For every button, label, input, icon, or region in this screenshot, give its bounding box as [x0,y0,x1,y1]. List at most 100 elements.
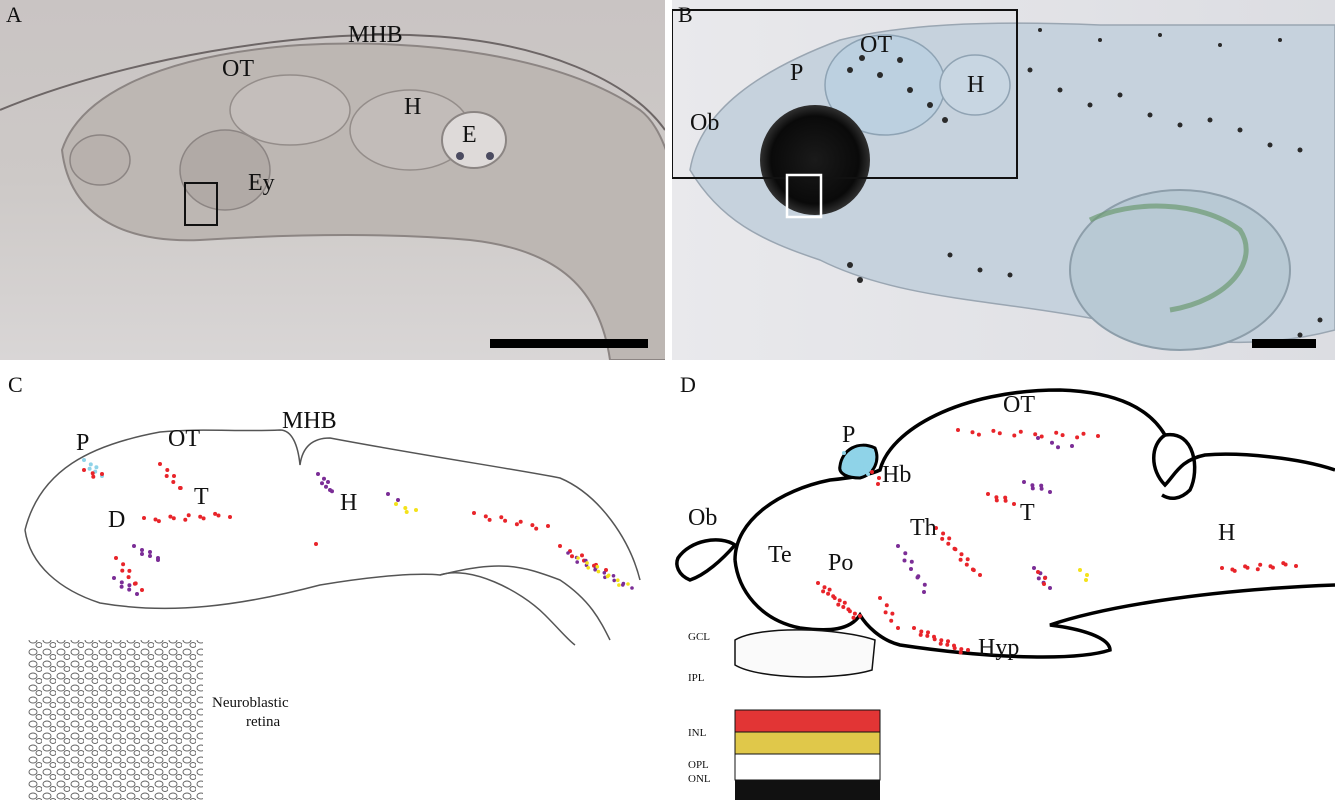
label-th-d: Th [910,515,937,541]
cell-dot-red [851,615,856,620]
cell-dot-red [228,515,232,519]
cell-dot-purple [324,484,328,489]
cell-dot-red [120,568,125,573]
cell-dot-purple [386,492,390,496]
cell-dot-red [939,638,944,643]
cell-dot-purple [112,576,116,580]
cell-dot-red [991,428,996,433]
cell-dot-red [499,515,504,520]
cell-dot-light_blue [88,462,93,467]
eye-region-a [179,129,271,211]
cell-dot-red [876,482,880,486]
cell-dot-red [198,514,203,519]
panel-letter-d: D [680,372,696,397]
embryo-body-a [60,42,665,360]
cell-dot-yellow [616,578,620,582]
retina-caption-line1: Neuroblastic [212,695,289,711]
label-d-c: D [108,507,125,533]
cell-dot-purple [611,574,616,578]
cell-dot-purple [156,556,160,560]
label-ob-d: Ob [688,505,717,531]
cell-dot-red [142,516,146,520]
cell-dot-red [1294,564,1298,568]
cell-dot-red [127,568,132,573]
cell-dot-red [941,531,946,536]
cell-dot-red [870,470,874,474]
retina-sketch-c [28,640,203,800]
cell-dot-purple [575,560,579,564]
label-t-d: T [1020,500,1035,526]
cell-dot-red [132,581,137,586]
cell-dot-red [896,626,900,630]
cell-dot-red [878,596,882,600]
cell-dot-red [945,642,950,647]
label-hb-d: Hb [882,462,911,488]
panel-letter-b: B [678,2,693,27]
cell-dot-purple [1036,436,1040,440]
cell-dot-red [958,557,963,562]
label-p-b: P [790,60,803,86]
label-ot-a: OT [222,56,254,82]
cell-dot-red [966,648,970,652]
cell-dot-red [558,544,562,548]
label-p-d: P [842,422,855,448]
layer-label-ipl: IPL [688,672,705,684]
cell-dot-red [877,476,881,480]
rhombic-fold-d [1161,433,1197,501]
cell-dot-red [1042,582,1046,586]
cell-dot-red [932,634,936,639]
cell-dot-red [952,546,957,551]
cell-dot-red [947,536,952,541]
retina-layers-d [734,629,881,800]
cell-dot-red [986,492,990,496]
scale-bar-b [1252,339,1316,348]
cell-dot-purple [119,580,124,585]
cell-dot-purple [328,488,332,492]
cell-dot-red [487,517,492,522]
cell-dot-purple [1039,486,1044,491]
cell-dot-red [114,556,118,560]
cell-dots-c [82,458,634,596]
label-p-c: P [76,430,89,456]
cell-dot-red [831,594,836,599]
cell-dot-purple [326,480,330,484]
cell-dot-purple [1039,483,1044,488]
cell-dot-red [1245,565,1250,570]
olfactory-bulb-d [675,538,738,582]
cell-dot-red [503,518,508,523]
cell-dot-red [534,526,539,531]
cell-dot-red [970,567,975,572]
cell-dot-purple [1048,586,1052,590]
cell-dot-red [1039,434,1044,439]
cell-dot-purple [909,567,913,571]
label-mhb-a: MHB [348,22,403,48]
cell-dot-red [216,513,221,518]
cell-dot-purple [127,587,132,592]
cell-dot-purple [602,571,607,575]
cell-dot-purple [1056,445,1060,450]
cell-dot-purple [119,584,124,589]
cell-dot-purple [915,575,920,580]
cell-dot-red [604,568,608,572]
cell-dot-purple [1030,486,1035,491]
cell-dot-purple [896,544,900,548]
cell-dot-red [1220,566,1224,570]
brain-outline-d [733,388,1335,659]
cell-dot-yellow [414,508,418,512]
brain-outline-c [24,429,641,641]
cell-dot-purple [1050,440,1054,445]
cell-dot-purple [132,544,136,548]
cell-dot-red [976,432,981,437]
cell-dot-yellow [617,583,621,587]
melanophores-b [847,28,1323,338]
cell-dot-red [1043,576,1047,580]
cell-dot-red [952,643,956,648]
cell-dot-red [1036,570,1040,574]
cell-dot-red [546,524,550,528]
cell-dot-purple [903,551,908,556]
label-ot-b: OT [860,32,892,58]
label-e-a: E [462,122,477,148]
scale-bar-a [490,339,648,348]
cell-dot-purple [316,472,320,476]
